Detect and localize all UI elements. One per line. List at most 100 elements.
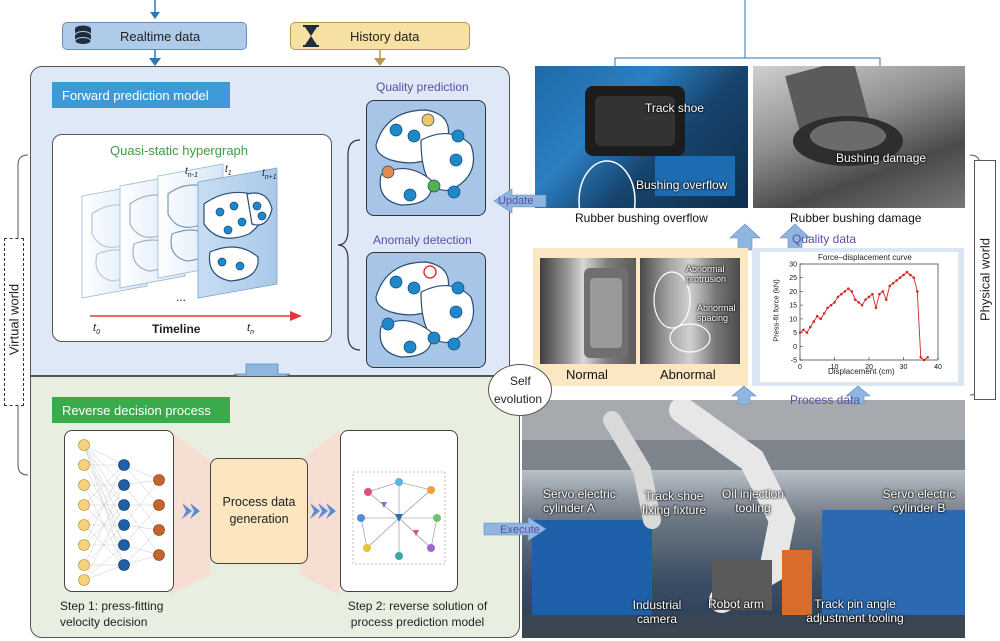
servo-a-annotation: Servo electric cylinder A [543, 487, 616, 515]
data-point [843, 290, 847, 293]
robot-arm-annotation: Robot arm [708, 597, 765, 611]
timeline-t0: t0 [93, 322, 100, 337]
data-point [867, 295, 871, 299]
normal-caption: Normal [566, 367, 608, 382]
frame-label-2: t1 [225, 164, 232, 177]
quality-data-label: Quality data [792, 232, 857, 246]
bushing-overflow-annotation: Bushing overflow [636, 178, 728, 192]
data-point [871, 292, 874, 296]
physical-world-tag [974, 160, 996, 400]
realtime-data-label: Realtime data [120, 29, 201, 44]
solution-graph-diagram [352, 471, 446, 565]
frame-label-3: tn+1 [262, 168, 277, 181]
history-data-box [290, 22, 470, 50]
history-data-label: History data [350, 29, 420, 44]
data-point [840, 292, 843, 296]
data-point [878, 292, 881, 296]
frame-label-1: tn-1 [185, 166, 198, 179]
data-point [912, 276, 916, 280]
step2-label: Step 2: reverse solution of process pred… [347, 599, 488, 629]
data-point [926, 355, 929, 359]
data-point [864, 298, 867, 301]
hypergraph-title: Quasi-static hypergraph [110, 143, 249, 158]
database-icon [72, 24, 94, 48]
neural-network-diagram [78, 439, 165, 586]
y-tick-label: 20 [789, 289, 797, 296]
update-label: Update [498, 195, 534, 207]
series-line [799, 271, 928, 361]
quality-prediction-label: Quality prediction [376, 80, 469, 94]
data-point [836, 295, 840, 299]
data-point [884, 298, 888, 301]
track-shoe-annotation: Track shoe [645, 101, 704, 115]
data-point [860, 303, 864, 307]
data-point [922, 358, 926, 362]
data-point [881, 290, 885, 293]
reverse-flow-shapes [170, 430, 340, 595]
process-data-label: Process data [790, 393, 861, 407]
bushing-damage-annotation: Bushing damage [836, 151, 927, 165]
anomaly-detection-label: Anomaly detection [373, 233, 472, 247]
abnormal-protrusion-annotation: Abnormal protrusion [686, 264, 727, 284]
data-point [857, 301, 860, 304]
timeline-tn: tn [247, 322, 254, 337]
data-point [853, 298, 857, 301]
update-arrow [493, 188, 547, 214]
solution-graph-box [340, 430, 458, 592]
forward-prediction-title: Forward prediction model [52, 82, 230, 108]
timeline-label: Timeline [152, 322, 201, 336]
data-point [919, 355, 923, 359]
oil-injection-annotation: Oil injection tooling [721, 487, 785, 515]
servo-b-annotation: Servo electric cylinder B [882, 487, 956, 515]
data-point [805, 331, 809, 334]
x-tick-label: 10 [831, 364, 839, 371]
hypergraph-frames [81, 163, 302, 321]
y-tick-label: 30 [789, 262, 797, 269]
x-tick-label: 0 [798, 364, 802, 371]
process-data-arrows [731, 385, 871, 405]
data-point [826, 306, 829, 310]
virtual-world-label: Virtual world [6, 283, 22, 356]
abnormal-photo [640, 258, 740, 364]
data-point [891, 281, 895, 285]
step1-label: Step 1: press-fitting velocity decision [60, 599, 164, 629]
track-pin-annotation: Track pin angle adjustment tooling [806, 597, 904, 625]
data-point [819, 317, 822, 321]
data-point [798, 331, 802, 334]
rubber-bushing-damage-photo [753, 66, 965, 208]
abnormal-spacing-annotation: Abnormal spacing [697, 303, 736, 323]
overflow-caption: Rubber bushing overflow [575, 211, 708, 225]
y-tick-label: -5 [791, 358, 797, 365]
data-point [902, 273, 905, 277]
rubber-bushing-overflow-photo [535, 66, 748, 208]
industrial-camera-annotation: Industrial camera [632, 598, 682, 626]
self-evolution-circle [488, 364, 552, 416]
chart-xlabel: Displacement (cm) [828, 367, 895, 376]
x-tick-label: 40 [934, 364, 942, 371]
data-point [909, 273, 912, 277]
chart-frame [799, 263, 939, 361]
data-point [895, 279, 898, 282]
y-tick-label: 15 [789, 303, 797, 310]
data-point [815, 314, 819, 318]
realtime-data-box [62, 22, 247, 50]
data-point [850, 290, 854, 293]
process-data-generation-box: Process data generation [210, 458, 308, 564]
abnormal-caption: Abnormal [660, 367, 716, 382]
hourglass-icon [302, 25, 320, 47]
chart-title: Force–displacement curve [818, 253, 912, 262]
data-point [833, 301, 836, 304]
process-data-generation-label: Process data generation [222, 495, 296, 526]
data-point [888, 284, 891, 288]
damage-caption: Rubber bushing damage [790, 211, 922, 225]
quality-hypergraph [375, 109, 475, 206]
y-tick-label: 25 [789, 275, 797, 282]
reverse-decision-title: Reverse decision process [52, 397, 230, 423]
frames-ellipsis: ... [176, 290, 187, 304]
top-connectors [149, 0, 881, 68]
execute-arrow [483, 516, 547, 542]
y-tick-label: 10 [789, 316, 797, 323]
virtual-world-tag [4, 238, 24, 406]
data-point [874, 306, 878, 310]
data-point [847, 287, 850, 290]
